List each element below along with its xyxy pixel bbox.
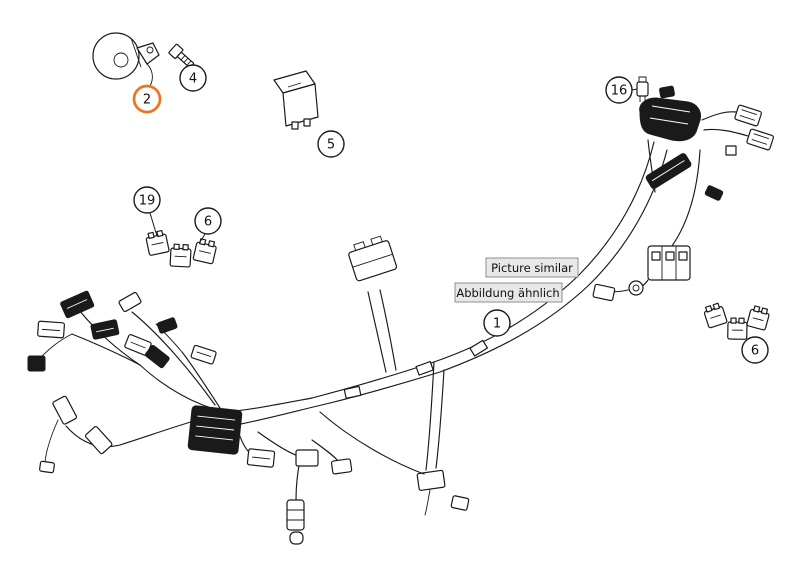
svg-text:1: 1 [493, 317, 501, 332]
callout-19-fuse[interactable]: 19 [133, 186, 161, 214]
note-picture-similar-box [485, 257, 579, 278]
callout-6-fuse-right[interactable]: 6 [741, 336, 769, 364]
svg-text:2: 2 [143, 93, 151, 108]
callout-4-screw[interactable]: 4 [179, 64, 207, 92]
callout-5-relay[interactable]: 5 [317, 130, 345, 158]
svg-text:6: 6 [751, 344, 759, 359]
svg-text:19: 19 [139, 194, 156, 209]
note-abbildung-aehnlich-box [454, 282, 563, 303]
callout-1-harness[interactable]: 1 [483, 309, 511, 337]
callout-6-fuse-left[interactable]: 6 [194, 207, 222, 235]
clip-drawing [631, 76, 649, 102]
callout-16-clip[interactable]: 16 [605, 76, 633, 104]
screw-drawing [168, 43, 195, 69]
note-abbildung-aehnlich-text: Abbildung ähnlich [456, 286, 559, 300]
callout-2-horn[interactable]: 2 [132, 84, 162, 114]
relay-drawing [273, 70, 319, 130]
svg-text:4: 4 [189, 72, 197, 87]
horn-drawing [92, 32, 160, 90]
svg-text:6: 6 [204, 215, 212, 230]
fuse-group-right [703, 302, 770, 340]
wiring-harness-drawing [27, 85, 774, 545]
svg-text:16: 16 [611, 84, 628, 99]
fuse-group-left [145, 212, 217, 268]
note-abbildung-aehnlich: Abbildung ähnlich [454, 282, 563, 303]
note-picture-similar-text: Picture similar [491, 261, 573, 275]
note-picture-similar: Picture similar [485, 257, 579, 278]
svg-text:5: 5 [327, 138, 335, 153]
